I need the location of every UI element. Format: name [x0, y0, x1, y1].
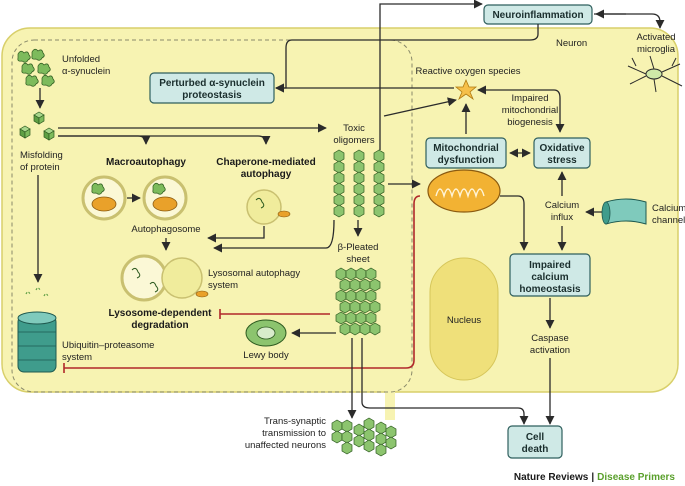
footer-separator: | [591, 472, 594, 483]
phagophore-icon [81, 175, 127, 221]
perturbed-proteostasis-box [149, 72, 275, 104]
chaperone-lysosome-icon [246, 189, 291, 225]
impaired-calcium-box [509, 253, 591, 297]
caspase-label-1: Caspase [531, 333, 569, 344]
nucleus-label: Nucleus [447, 315, 482, 326]
footer-journal: Disease Primers [597, 472, 675, 483]
ros-star-icon [454, 78, 478, 101]
chaperone-label-1: Chaperone-mediated [216, 157, 315, 168]
lewy-body-icon [245, 319, 287, 347]
trans-synaptic-label-2: transmission to [262, 428, 326, 439]
perturbed-line-2: proteostasis [182, 90, 242, 101]
autophagosome-icon [142, 175, 188, 221]
oxidative-stress-box [533, 137, 591, 169]
cell-death-box [507, 425, 563, 459]
lysosomal-system-label-1: Lysosomal autophagy [208, 268, 300, 279]
beta-sheet-label-2: sheet [346, 254, 370, 265]
proteasome-icon [17, 287, 57, 373]
axon [385, 380, 395, 420]
calcium-channel-icon [601, 198, 647, 225]
footer-credit: Nature Reviews|Disease Primers [514, 472, 676, 483]
arrow-oligomer-to-ros [383, 97, 457, 117]
oxidative-line-2: stress [547, 155, 577, 166]
lysosome-degradation-label-1: Lysosome-dependent [109, 308, 213, 319]
ups-label-2: system [62, 352, 92, 363]
inhibit-ups [63, 195, 421, 373]
toxic-oligomers-label-2: oligomers [333, 135, 374, 146]
misfolding-label-2: of protein [20, 162, 60, 173]
calcium-influx-label-2: influx [551, 212, 573, 223]
oxidative-line-1: Oxidative [539, 143, 584, 154]
arrow-microglia-loop [630, 13, 665, 29]
macroautophagy-label: Macroautophagy [106, 157, 186, 168]
arrow-sheet-to-death [361, 338, 529, 425]
arrow-to-chaperone [58, 135, 271, 145]
ups-label-1: Ubiquitin–proteasome [62, 340, 154, 351]
chaperone-label-2: autophagy [241, 169, 292, 180]
cell-death-line-1: Cell [526, 432, 545, 443]
lysosome-degradation-label-2: degradation [131, 320, 188, 331]
arrow-ros-oxidative [477, 85, 565, 133]
arrow-oligomer-up [379, 0, 483, 150]
microglia-label-2: microglia [637, 44, 676, 55]
unfolded-label-1: Unfolded [62, 54, 100, 65]
trans-synaptic-label-1: Trans-synaptic [264, 416, 326, 427]
unfolded-label-2: α-synuclein [62, 66, 110, 77]
arrow-oligomer-to-lysosome [213, 219, 335, 253]
mito-dysfunction-line-1: Mitochondrial [433, 143, 499, 154]
impaired-biogenesis-label-1: Impaired [512, 93, 549, 104]
lewy-body-label: Lewy body [243, 350, 289, 361]
ros-label: Reactive oxygen species [415, 66, 520, 77]
arrow-mito-to-calcium [500, 195, 529, 251]
arrow-neuroinflammation-to-perturbed [275, 24, 539, 93]
footer-publisher: Nature Reviews [514, 472, 589, 483]
caspase-label-2: activation [530, 345, 570, 356]
protein-region [11, 39, 413, 393]
calcium-channel-label-1: Calcium [652, 203, 685, 214]
microglia-label-1: Activated [636, 32, 675, 43]
lysosomal-system-icon [120, 254, 209, 302]
nucleus [429, 257, 499, 381]
mito-dysfunction-line-2: dysfunction [438, 155, 495, 166]
calcium-influx-label-1: Calcium [545, 200, 579, 211]
beta-sheet-label-1: β-Pleated [338, 242, 379, 253]
perturbed-line-1: Perturbed α-synuclein [159, 78, 265, 89]
impaired-biogenesis-label-3: biogenesis [507, 117, 553, 128]
neuron-label: Neuron [556, 38, 587, 49]
impaired-calcium-line-1: Impaired [529, 260, 571, 271]
mitochondrion-icon [427, 169, 501, 213]
toxic-oligomers-label-1: Toxic [343, 123, 365, 134]
calcium-channel-label-2: channel [652, 215, 685, 226]
cell-death-line-2: death [522, 444, 549, 455]
trans-synaptic-fibrils-icon [331, 417, 397, 457]
arrow-chaperone-to-lysosome [207, 226, 265, 243]
trans-synaptic-label-3: unaffected neurons [245, 440, 326, 451]
misfolding-label-1: Misfolding [20, 150, 63, 161]
impaired-biogenesis-label-2: mitochondrial [502, 105, 559, 116]
autophagosome-label: Autophagosome [131, 224, 200, 235]
lysosomal-system-label-2: system [208, 280, 238, 291]
inhibit-lysosome [219, 309, 330, 319]
mito-dysfunction-box [425, 137, 507, 169]
microglia-icon [627, 55, 683, 93]
impaired-calcium-line-3: homeostasis [519, 284, 581, 295]
impaired-calcium-line-2: calcium [531, 272, 568, 283]
neuroinflammation-text: Neuroinflammation [492, 10, 583, 21]
